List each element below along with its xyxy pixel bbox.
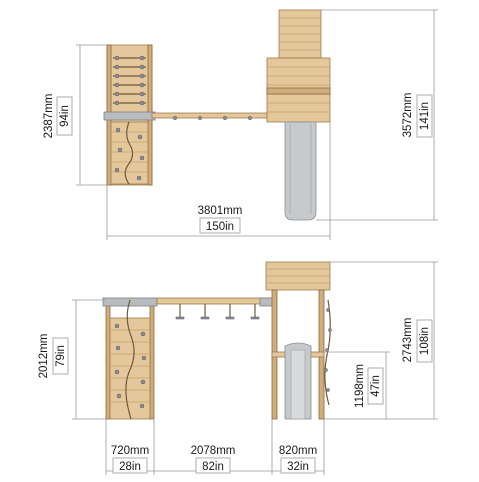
dim-label-tower-width: 820mm 32in (279, 445, 317, 474)
dim-label-climb-width: 720mm 28in (111, 445, 149, 474)
dim-label-climb-height: 2012mm 79in (38, 334, 69, 379)
svg-text:820mm: 820mm (279, 445, 317, 457)
top-climb-wall (110, 121, 149, 185)
svg-text:79in: 79in (55, 345, 67, 367)
front-view (102, 261, 332, 420)
top-slide (284, 121, 317, 221)
svg-text:3801mm: 3801mm (198, 205, 243, 217)
svg-text:2743mm: 2743mm (402, 318, 414, 363)
svg-text:108in: 108in (419, 327, 431, 355)
svg-text:94in: 94in (59, 105, 71, 127)
svg-text:3572mm: 3572mm (402, 93, 414, 138)
front-bridge-beam (156, 297, 272, 305)
dim-label-top-total-height: 3572mm 141in (402, 93, 433, 138)
top-view (103, 9, 331, 221)
front-bracket (102, 297, 158, 307)
svg-text:1198mm: 1198mm (354, 364, 366, 408)
svg-text:2012mm: 2012mm (38, 334, 50, 379)
dim-label-slide-deck-height: 1198mm 47in (354, 364, 384, 408)
dim-label-overall-width: 3801mm 150in (198, 205, 243, 234)
svg-text:28in: 28in (119, 461, 141, 473)
svg-text:82in: 82in (202, 461, 224, 473)
dim-label-top-depth: 2387mm 94in (43, 94, 73, 139)
dim-label-bridge-width: 2078mm 82in (191, 445, 236, 474)
top-bracket (103, 111, 156, 121)
dim-label-tower-height: 2743mm 108in (402, 318, 433, 363)
svg-text:141in: 141in (419, 102, 431, 130)
top-dimensions (76, 9, 438, 240)
svg-text:32in: 32in (287, 461, 309, 473)
svg-text:150in: 150in (206, 221, 234, 233)
svg-text:2387mm: 2387mm (43, 94, 55, 139)
svg-text:47in: 47in (370, 375, 382, 397)
svg-text:720mm: 720mm (111, 445, 149, 457)
svg-text:2078mm: 2078mm (191, 445, 236, 457)
top-monkey-bars (113, 55, 146, 106)
